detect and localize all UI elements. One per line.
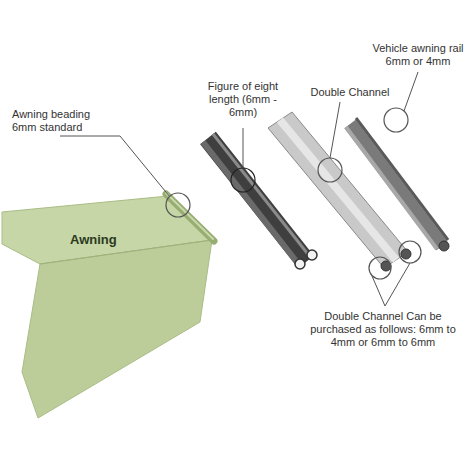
part-label: Vehicle awning rail 6mm or 4mm [366, 42, 470, 68]
double-channel-face [280, 120, 396, 260]
callout-circle [231, 168, 255, 192]
callout-circle [399, 241, 421, 263]
part-label: Awning beading 6mm standard [12, 108, 112, 134]
leader-line [60, 136, 170, 197]
beading-highlight [166, 193, 213, 239]
leader-line [243, 128, 244, 168]
leader-line [404, 72, 418, 111]
awning-beading [166, 194, 214, 241]
double-channel-extrusion [268, 112, 408, 268]
callout-circle [318, 158, 342, 182]
awning-flap [22, 240, 212, 418]
leader-line [330, 102, 340, 158]
awning-rail-extrusion [350, 124, 442, 246]
awning-fold [40, 240, 212, 264]
figure-eight-groove [203, 142, 300, 266]
callout-circle [369, 257, 391, 279]
awning-rail-lip [356, 118, 448, 240]
figure-eight-end [295, 259, 305, 269]
note-label: Double Channel Can be purchased as follo… [300, 310, 466, 349]
awning-rail-face [346, 127, 437, 249]
channel-groove [401, 249, 411, 259]
part-label: Double Channel [300, 86, 400, 99]
part-label: Figure of eight length (6mm - 6mm) [205, 80, 281, 119]
figure-eight-end [307, 250, 317, 260]
awning-label: Awning [70, 232, 160, 248]
rail-groove [439, 241, 449, 251]
leader-line [372, 263, 410, 306]
callout-circle [384, 108, 408, 132]
